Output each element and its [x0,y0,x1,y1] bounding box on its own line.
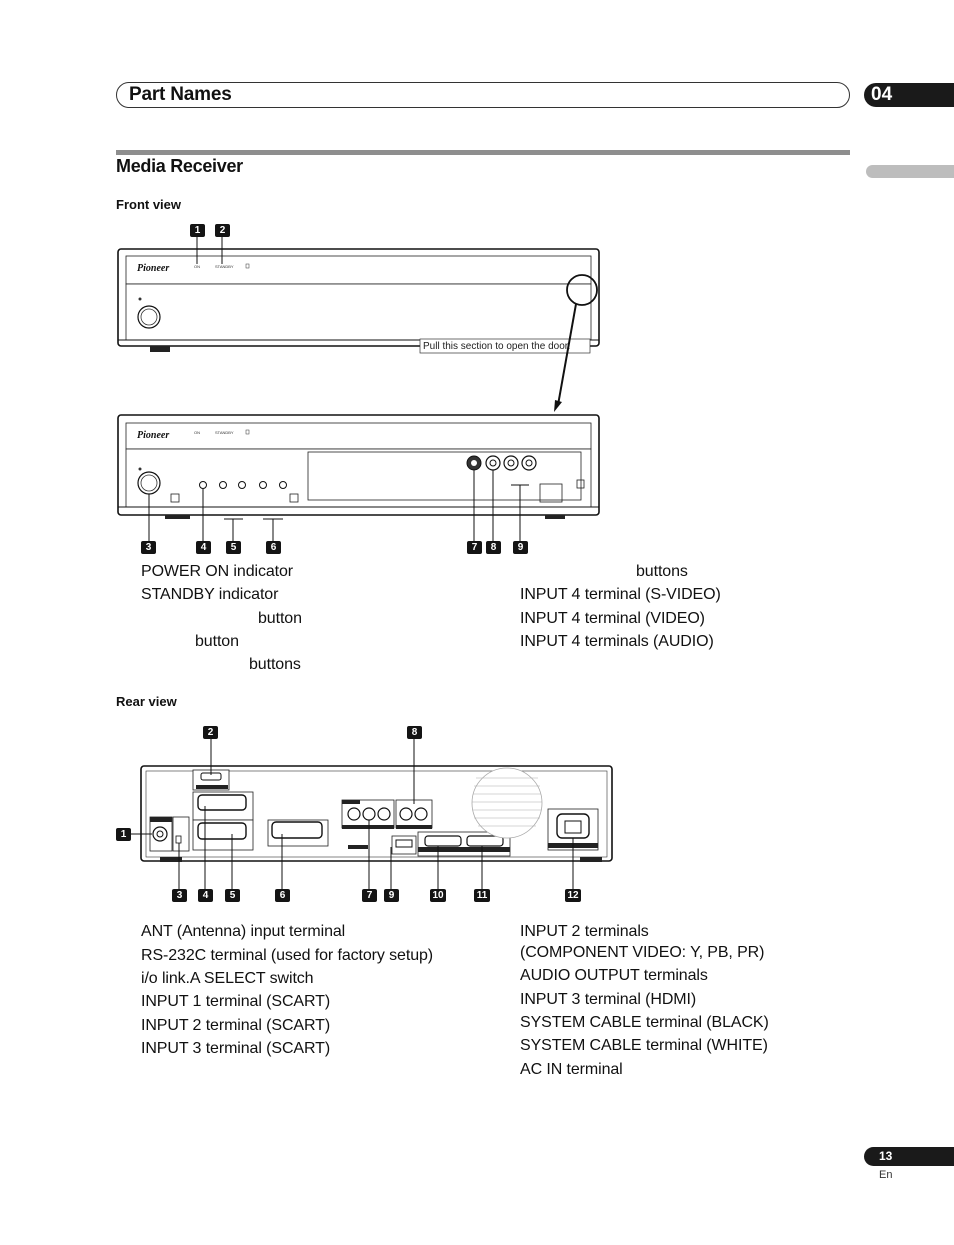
receiver-front-closed: Pioneer ON STANDBY Pull this section to … [117,237,600,354]
badge-rear-9: 9 [384,889,399,902]
badge-rear-12: 12 [565,889,581,902]
rear-legend-2: RS-232C terminal (used for factory setup… [141,947,434,964]
door-arrow [557,303,577,406]
rear-legend-3: i/o link.A SELECT switch [141,970,314,987]
rear-legend-8: AUDIO OUTPUT terminals [520,967,708,984]
front-view-heading: Front view [116,197,182,212]
badge-rear-7: 7 [362,889,377,902]
rear-legend-7a: INPUT 2 terminals [520,923,649,940]
front-legend-3: button [258,610,302,627]
chapter-header: Part Names [116,82,850,108]
badge-rear-3: 3 [172,889,187,902]
badge-rear-1: 1 [116,828,131,841]
rear-legend-7b: (COMPONENT VIDEO: Y, PB, PR) [520,944,765,961]
badge-rear-6: 6 [275,889,290,902]
badge-front-6: 6 [266,541,281,554]
rear-view-diagram [130,739,613,889]
front-legend-8: INPUT 4 terminal (VIDEO) [520,610,705,627]
rear-legend-11: SYSTEM CABLE terminal (WHITE) [520,1037,768,1054]
rear-view-heading: Rear view [116,694,177,709]
front-legend-5: buttons [249,656,301,673]
badge-front-2: 2 [215,224,230,237]
badge-rear-4: 4 [198,889,213,902]
badge-rear-8: 8 [407,726,422,739]
front-legend-1: POWER ON indicator [141,563,294,580]
front-legend-2: STANDBY indicator [141,586,279,603]
section-title: Media Receiver [116,156,243,176]
front-legend-7: INPUT 4 terminal (S-VIDEO) [520,586,721,603]
badge-front-7: 7 [467,541,482,554]
brand-logo: Pioneer [137,263,169,274]
chapter-number: 04 [871,84,893,105]
badge-rear-11: 11 [474,889,490,902]
rear-legend-9: INPUT 3 terminal (HDMI) [520,991,697,1008]
section-rule [116,150,850,155]
standby-label-2: STANDBY [215,430,234,435]
front-view-diagram: Pioneer ON STANDBY Pull this section to … [117,237,600,541]
page-language: En [879,1169,893,1181]
rear-legend-12: AC IN terminal [520,1061,623,1078]
receiver-front-open: Pioneer ON STANDBY [117,414,600,519]
rear-legend-4: INPUT 1 terminal (SCART) [141,993,331,1010]
badge-front-9: 9 [513,541,528,554]
badge-front-1: 1 [190,224,205,237]
rear-legend-6: INPUT 3 terminal (SCART) [141,1040,331,1057]
badge-rear-10: 10 [430,889,446,902]
rear-legend-5: INPUT 2 terminal (SCART) [141,1017,331,1034]
page-title: Part Names [129,84,232,105]
page-number: 13 [879,1149,893,1163]
badge-rear-2: 2 [203,726,218,739]
door-note: Pull this section to open the door. [423,341,570,352]
badge-front-8: 8 [486,541,501,554]
brand-logo-2: Pioneer [137,430,169,441]
rear-legend-1: ANT (Antenna) input terminal [141,923,346,940]
badge-front-3: 3 [141,541,156,554]
chapter-tab: 04 [864,83,954,107]
page-number-tab: 13 [864,1147,954,1166]
on-label: ON [194,264,200,269]
front-legend-9: INPUT 4 terminals (AUDIO) [520,633,714,650]
badge-front-4: 4 [196,541,211,554]
badge-front-5: 5 [226,541,241,554]
badge-rear-5: 5 [225,889,240,902]
on-label-2: ON [194,430,200,435]
language-tab [866,165,954,178]
rear-legend-10: SYSTEM CABLE terminal (BLACK) [520,1014,769,1031]
front-legend-6: buttons [636,563,688,580]
front-legend-4: button [195,633,239,650]
standby-label: STANDBY [215,264,234,269]
receiver-rear [140,765,613,862]
